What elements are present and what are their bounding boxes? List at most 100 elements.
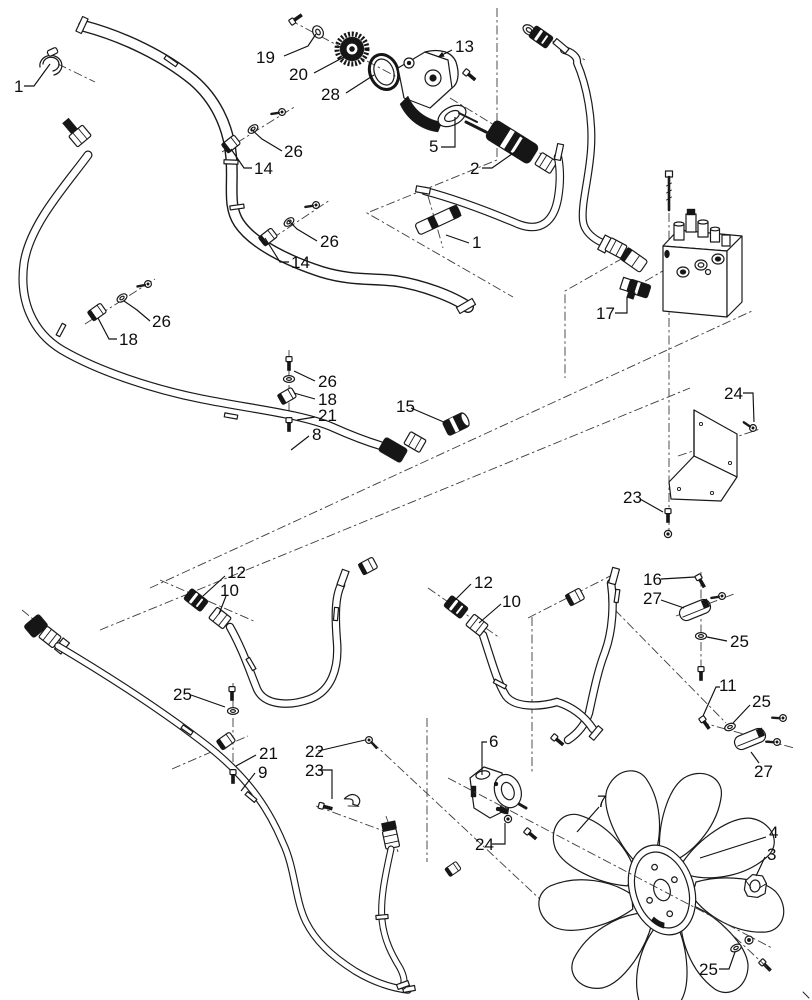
- return-hose: [522, 24, 648, 273]
- phantom-lines: [21, 8, 795, 903]
- screw-22: [363, 734, 381, 750]
- callout-label-26: 26: [152, 312, 171, 331]
- callout-label-18: 18: [318, 390, 337, 409]
- mounting-bolt-long: [664, 170, 674, 212]
- callout-label-21: 21: [259, 744, 278, 763]
- leader-line-10: [218, 595, 227, 615]
- motor-port-fitting: [549, 732, 566, 748]
- callout-label-5: 5: [429, 137, 438, 156]
- fitting-17: [619, 276, 652, 300]
- leader-line-22: [317, 739, 366, 752]
- callout-label-27: 27: [643, 589, 662, 608]
- fitting-15: [442, 412, 470, 436]
- leader-line-18: [293, 392, 316, 400]
- callout-label-12: 12: [474, 573, 493, 592]
- screw-24: [741, 421, 759, 434]
- hardware-24-motor: [503, 814, 539, 842]
- callout-label-21: 21: [318, 406, 337, 425]
- leader-line-25: [732, 704, 751, 724]
- callout-label-26: 26: [320, 232, 339, 251]
- callout-label-27: 27: [754, 762, 773, 781]
- leader-line-9: [240, 772, 256, 792]
- leader-line-27: [660, 599, 685, 609]
- fitting-12-left: [182, 587, 210, 613]
- leader-arrowhead: [438, 51, 445, 57]
- callout-label-8: 8: [312, 425, 321, 444]
- fitting-1-lower: [415, 204, 462, 235]
- callout-label-1: 1: [472, 233, 481, 252]
- leader-line-6: [481, 741, 487, 775]
- leader-line-14: [230, 148, 252, 169]
- callout-label-20: 20: [289, 65, 308, 84]
- callout-label-11: 11: [719, 676, 737, 695]
- leader-line-25: [190, 694, 226, 708]
- callout-label-4: 4: [769, 823, 778, 842]
- callout-label-24: 24: [475, 835, 494, 854]
- callout-label-3: 3: [767, 845, 776, 864]
- callout-label-26: 26: [284, 142, 303, 161]
- ring-28: [367, 53, 401, 91]
- callout-label-6: 6: [489, 732, 498, 751]
- callout-label-25: 25: [730, 632, 749, 651]
- callout-label-13: 13: [455, 37, 474, 56]
- hose-10-left: [182, 557, 378, 708]
- clamp-27-lower: [697, 711, 789, 753]
- leader-line-8: [290, 435, 310, 451]
- callout-label-7: 7: [597, 792, 606, 811]
- callout-label-14: 14: [291, 253, 310, 272]
- valve-block-fittings: [673, 208, 731, 247]
- callout-label-25: 25: [173, 685, 192, 704]
- callout-label-14: 14: [254, 159, 273, 178]
- clamp-14-lower: [257, 198, 322, 247]
- clamp-1: [39, 47, 63, 76]
- leader-line-7: [576, 806, 600, 833]
- callout-label-10: 10: [502, 592, 521, 611]
- washer-25-lower: [723, 721, 737, 733]
- leader-line-10: [478, 603, 502, 624]
- callout-label-15: 15: [396, 397, 415, 416]
- callout-label-22: 22: [305, 742, 324, 761]
- leader-line-26: [250, 128, 283, 152]
- screw-23: [663, 508, 673, 539]
- leader-line-12: [202, 575, 226, 597]
- leader-line-21: [296, 416, 316, 421]
- leader-line-18: [97, 317, 117, 340]
- callouts-layer: 1192028135212614261426182618218151724231…: [14, 33, 778, 979]
- leader-line-24: [743, 392, 755, 423]
- leader-line-21: [235, 754, 257, 767]
- callout-label-19: 19: [256, 48, 275, 67]
- leader-line-26: [123, 300, 151, 322]
- screw-11: [697, 714, 713, 732]
- leader-line-14: [264, 237, 289, 263]
- fitting-15-left: [357, 557, 378, 576]
- hose-clip: [444, 860, 462, 878]
- leader-line-24: [492, 823, 506, 845]
- hose-8: [18, 117, 427, 463]
- leader-line-15: [410, 407, 447, 424]
- hose-10-right: [442, 566, 621, 745]
- leader-line-28: [345, 74, 375, 94]
- callout-label-23: 23: [623, 488, 642, 507]
- leader-line-25: [719, 951, 736, 970]
- leader-line-19: [283, 33, 317, 57]
- leader-line-11: [702, 686, 720, 717]
- callout-label-10: 10: [220, 581, 239, 600]
- screw-13: [461, 67, 478, 83]
- bracket: [668, 409, 738, 502]
- clamp-set-hose9: [215, 685, 240, 785]
- washer-25-upper: [694, 631, 708, 641]
- leader-line-26: [287, 219, 318, 242]
- leader-line-17: [615, 297, 628, 314]
- callout-label-24: 24: [724, 384, 743, 403]
- valve-block: [662, 170, 743, 318]
- leader-line-5: [441, 117, 456, 148]
- upper-radiator-hose: [75, 15, 477, 315]
- clamp-27-upper: [676, 572, 728, 682]
- fitting-15-right: [564, 588, 585, 607]
- callout-label-12: 12: [227, 563, 246, 582]
- callout-label-26: 26: [318, 372, 337, 391]
- callout-label-23: 23: [305, 761, 324, 780]
- leader-line-3: [755, 856, 766, 877]
